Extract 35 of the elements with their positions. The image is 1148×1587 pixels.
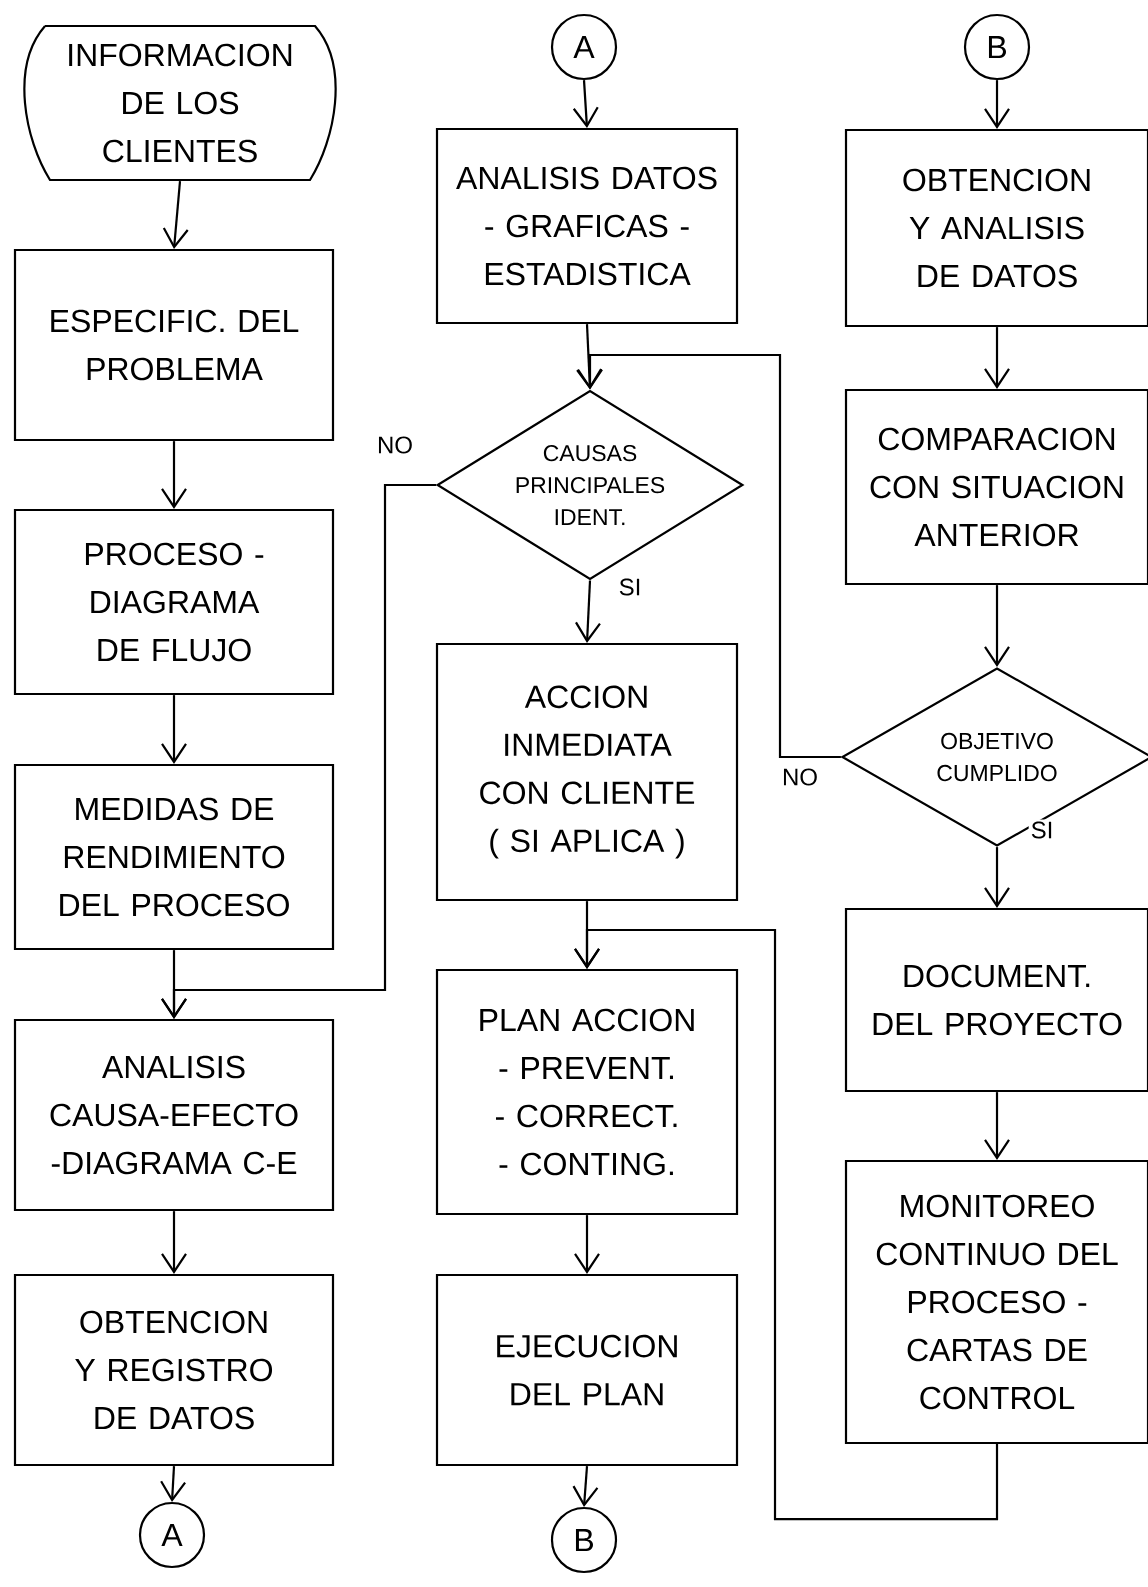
process-box: EJECUCION DEL PLAN [435,1273,739,1467]
terminal-shape: INFORMACION DE LOS CLIENTES [23,24,337,182]
arrow [572,1466,599,1507]
arrow [162,181,189,249]
process-box: ACCION INMEDIATA CON CLIENTE ( SI APLICA ) [435,642,739,902]
process-box: ANALISIS DATOS - GRAFICAS - ESTADISTICA [435,127,739,325]
arrow [576,324,603,390]
arrow [574,1215,600,1274]
arrow [161,1211,187,1274]
arrow [160,1466,186,1502]
process-box: COMPARACION CON SITUACION ANTERIOR [844,388,1148,586]
arrow [161,441,187,509]
process-box: OBTENCION Y ANALISIS DE DATOS [844,128,1148,328]
edge-label: SI [1028,819,1056,841]
arrow [984,1092,1010,1160]
process-box: PROCESO - DIAGRAMA DE FLUJO [13,508,335,696]
process-box: MONITOREO CONTINUO DEL PROCESO - CARTAS DE CONTROL [844,1159,1148,1445]
process-box: PLAN ACCION - PREVENT. - CORRECT. - CONTING. [435,968,739,1216]
arrow [161,695,187,764]
process-box: OBTENCION Y REGISTRO DE DATOS [13,1273,335,1467]
process-box: ANALISIS CAUSA-EFECTO -DIAGRAMA C-E [13,1018,335,1212]
arrow [574,928,999,1521]
process-box: MEDIDAS DE RENDIMIENTO DEL PROCESO [13,763,335,951]
arrow [984,80,1010,129]
arrow [577,353,841,759]
arrow [984,847,1010,908]
process-box: ESPECIFIC. DEL PROBLEMA [13,248,335,442]
arrow [161,483,437,1019]
process-box: DOCUMENT. DEL PROYECTO [844,907,1148,1093]
arrow [575,580,601,643]
arrow [572,80,599,128]
edge-label: NO [780,766,820,788]
edge-label: NO [375,434,415,456]
arrow [984,327,1010,389]
arrow [984,585,1010,667]
